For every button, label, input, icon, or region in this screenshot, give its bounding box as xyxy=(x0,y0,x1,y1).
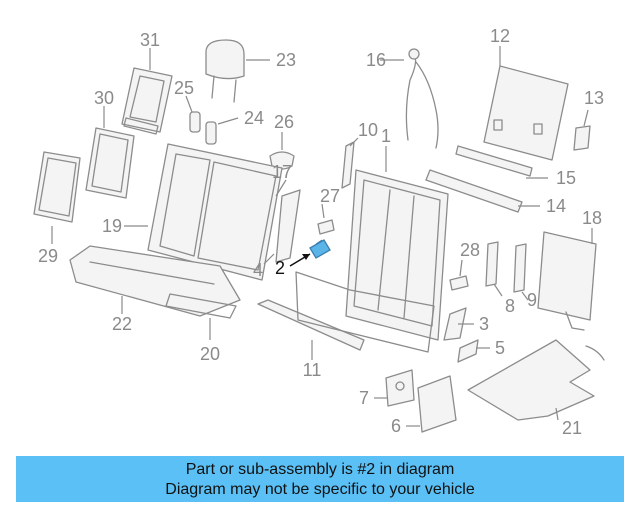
callout-1[interactable]: 1 xyxy=(381,126,391,146)
callout-25[interactable]: 25 xyxy=(174,78,194,98)
part-23-headrest xyxy=(205,39,245,103)
part-21-floor-mat xyxy=(467,339,605,421)
part-8-trim xyxy=(485,241,499,287)
callout-27[interactable]: 27 xyxy=(320,186,340,206)
part-2-highlighted xyxy=(309,239,331,259)
part-5-bracket xyxy=(457,339,479,363)
callout-28[interactable]: 28 xyxy=(460,240,480,260)
part-11-rail xyxy=(257,299,365,351)
callout-3[interactable]: 3 xyxy=(479,314,489,334)
callout-23[interactable]: 23 xyxy=(276,50,296,70)
callout-16[interactable]: 16 xyxy=(366,50,386,70)
part-13-bracket xyxy=(573,125,591,151)
part-18-side-panel xyxy=(537,231,597,331)
callout-13[interactable]: 13 xyxy=(584,88,604,108)
callout-15[interactable]: 15 xyxy=(556,168,576,188)
callout-20[interactable]: 20 xyxy=(200,344,220,364)
banner-line-part: Part or sub-assembly is #2 in diagram xyxy=(185,461,455,478)
callout-7[interactable]: 7 xyxy=(359,388,369,408)
info-banner: Part or sub-assembly is #2 in diagram Di… xyxy=(16,456,624,502)
callout-19[interactable]: 19 xyxy=(102,216,122,236)
callout-6[interactable]: 6 xyxy=(391,416,401,436)
callout-10[interactable]: 10 xyxy=(358,120,378,140)
part-29-back-panel xyxy=(33,151,81,223)
parts-diagram: 31 23 30 25 24 26 29 19 17 27 4 2 22 20 … xyxy=(33,26,605,438)
part-3-bracket xyxy=(443,307,467,341)
part-25-guide xyxy=(189,111,201,133)
part-16-cable xyxy=(405,48,439,149)
callout-17[interactable]: 17 xyxy=(272,162,292,182)
callout-26[interactable]: 26 xyxy=(274,112,294,132)
callout-31[interactable]: 31 xyxy=(140,30,160,50)
part-27-bracket xyxy=(317,219,335,235)
part-31-armrest-frame xyxy=(121,67,173,135)
leader-lines xyxy=(51,46,593,427)
callout-8[interactable]: 8 xyxy=(505,296,515,316)
part-17-side-trim xyxy=(275,189,301,263)
callout-30[interactable]: 30 xyxy=(94,88,114,108)
part-6-panel xyxy=(417,375,457,433)
callout-24[interactable]: 24 xyxy=(244,108,264,128)
banner-line-disclaimer: Diagram may not be specific to your vehi… xyxy=(165,481,475,498)
part-30-back-frame xyxy=(85,127,135,199)
part-14-rail xyxy=(425,169,523,213)
callout-12[interactable]: 12 xyxy=(490,26,510,46)
part-1-seat-frame xyxy=(295,169,449,353)
part-9-trim xyxy=(513,243,527,293)
part-10-latch xyxy=(341,141,355,189)
callout-21[interactable]: 21 xyxy=(562,418,582,438)
callout-11[interactable]: 11 xyxy=(303,360,322,380)
part-7-plate xyxy=(385,369,415,407)
part-28-clip xyxy=(449,275,469,291)
callout-14[interactable]: 14 xyxy=(546,196,566,216)
part-19-seat-back xyxy=(147,143,283,281)
part-24-guide xyxy=(205,121,217,145)
leader-arrow-2 xyxy=(302,254,310,260)
part-12-rear-panel xyxy=(483,65,569,161)
part-15-rail xyxy=(455,145,533,177)
callout-18[interactable]: 18 xyxy=(582,208,602,228)
callout-5[interactable]: 5 xyxy=(495,338,505,358)
callout-4[interactable]: 4 xyxy=(253,260,263,280)
part-20-cushion-front xyxy=(165,293,237,319)
callout-22[interactable]: 22 xyxy=(112,314,132,334)
callout-2[interactable]: 2 xyxy=(275,258,285,278)
callout-29[interactable]: 29 xyxy=(38,246,58,266)
callout-9[interactable]: 9 xyxy=(527,290,537,310)
